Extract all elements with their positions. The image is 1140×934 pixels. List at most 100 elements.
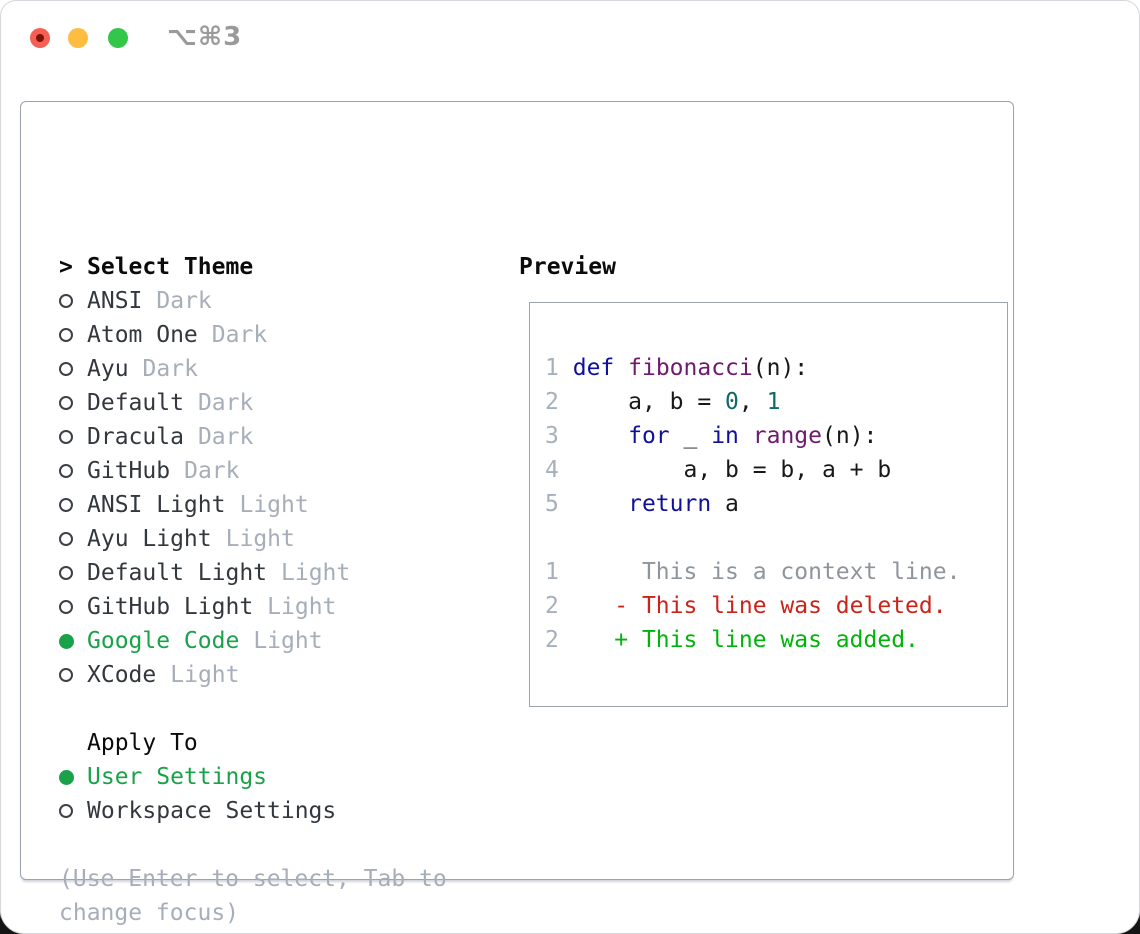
theme-option-variant: Light <box>267 594 337 620</box>
code-line-number: 1 <box>545 355 559 381</box>
diff-line: This is a context line. <box>558 559 961 585</box>
radio-selected-icon <box>59 633 74 649</box>
diff-line: - This line was deleted. <box>558 593 947 619</box>
code-token: (n): <box>822 423 878 449</box>
code-preview: 1 def fibonacci(n): 2 a, b = 0, 1 3 for … <box>530 303 1007 657</box>
code-token: 0 <box>725 389 739 415</box>
theme-option-variant: Light <box>225 526 295 552</box>
apply-to-option[interactable]: Workspace Settings <box>59 794 504 828</box>
code-token: in <box>711 423 739 449</box>
apply-to-option-label: User Settings <box>87 764 268 790</box>
zoom-button[interactable] <box>108 28 128 48</box>
apply-to-header-row: Apply To <box>59 726 504 760</box>
radio-icon <box>59 294 73 308</box>
theme-option-label: Ayu Light <box>87 526 212 552</box>
radio-icon <box>59 668 73 682</box>
theme-option[interactable]: Ayu Light Light <box>59 522 504 556</box>
diff-line: + This line was added. <box>558 627 919 653</box>
radio-icon <box>59 566 73 580</box>
theme-option[interactable]: XCode Light <box>59 658 504 692</box>
code-token <box>573 423 628 449</box>
window-title: ⌥⌘3 <box>167 22 243 52</box>
radio-icon <box>59 600 73 614</box>
code-token: for <box>628 423 670 449</box>
theme-option[interactable]: Dracula Dark <box>59 420 504 454</box>
code-token <box>573 491 628 517</box>
code-line-number: 3 <box>545 423 559 449</box>
cursor-pointer-icon: > <box>59 254 73 280</box>
theme-option-label: Default Light <box>87 560 268 586</box>
code-line-number: 2 <box>545 389 559 415</box>
spacer <box>59 828 504 862</box>
code-token: range <box>752 423 823 449</box>
radio-icon <box>59 362 73 376</box>
apply-to-option[interactable]: User Settings <box>59 760 504 794</box>
code-token: (n): <box>752 355 809 381</box>
spacer <box>59 692 504 726</box>
code-token: 1 <box>766 389 781 415</box>
theme-option-variant: Dark <box>156 288 212 314</box>
close-dot-icon <box>36 34 44 42</box>
theme-option-label: ANSI <box>87 288 143 314</box>
code-token: a <box>711 491 739 517</box>
apply-to-option-label: Workspace Settings <box>87 798 337 824</box>
theme-option-variant: Dark <box>142 356 198 382</box>
theme-option[interactable]: Google Code Light <box>59 624 504 658</box>
code-token: a, b = b, a + b <box>572 457 892 483</box>
minimize-button[interactable] <box>68 28 88 48</box>
theme-option[interactable]: Default Light Light <box>59 556 504 590</box>
theme-option-label: ANSI Light <box>87 492 226 518</box>
preview-title: Preview <box>519 254 616 280</box>
radio-icon <box>59 498 73 512</box>
theme-option[interactable]: Atom One Dark <box>59 318 504 352</box>
theme-option[interactable]: GitHub Dark <box>59 454 504 488</box>
theme-option-variant: Dark <box>197 424 254 450</box>
theme-option-label: Google Code <box>87 628 240 654</box>
radio-icon <box>59 532 73 546</box>
code-token: _ <box>669 423 712 449</box>
theme-option-variant: Dark <box>184 458 240 484</box>
close-button[interactable] <box>30 28 50 48</box>
radio-icon <box>59 430 73 444</box>
diff-line-number: 1 <box>545 559 559 585</box>
radio-selected-icon <box>59 769 74 785</box>
title-bar: ⌥⌘3 <box>1 1 1139 71</box>
theme-option-variant: Dark <box>211 322 268 348</box>
code-token: fibonacci <box>628 355 753 381</box>
code-token: def <box>572 355 615 381</box>
theme-option-variant: Light <box>170 662 240 688</box>
code-token: return <box>628 491 712 517</box>
theme-option-label: Default <box>87 390 184 416</box>
radio-icon <box>59 396 73 410</box>
code-token: , <box>738 389 767 415</box>
code-line-number: 5 <box>545 491 559 517</box>
diff-line-number: 2 <box>545 627 559 653</box>
theme-option-label: Atom One <box>87 322 198 348</box>
code-line-number: 4 <box>545 457 559 483</box>
theme-option-label: GitHub <box>87 458 171 484</box>
theme-option[interactable]: ANSI Light Light <box>59 488 504 522</box>
radio-icon <box>59 804 73 818</box>
radio-icon <box>59 328 73 342</box>
code-token <box>739 423 753 449</box>
code-token <box>614 355 628 381</box>
preview-box: 1 def fibonacci(n): 2 a, b = 0, 1 3 for … <box>529 302 1008 707</box>
keyboard-hint: (Use Enter to select, Tab to change focu… <box>59 866 447 926</box>
radio-icon <box>59 464 73 478</box>
code-token: a, b = <box>572 389 726 415</box>
theme-option-variant: Light <box>239 492 309 518</box>
theme-option[interactable]: Ayu Dark <box>59 352 504 386</box>
theme-option-label: Dracula <box>87 424 184 450</box>
theme-option-variant: Light <box>281 560 351 586</box>
theme-list-title: Select Theme <box>87 254 254 280</box>
diff-line-number: 2 <box>545 593 559 619</box>
theme-option-label: Ayu <box>87 356 129 382</box>
theme-option-variant: Light <box>253 628 323 654</box>
theme-option-label: XCode <box>87 662 157 688</box>
theme-option[interactable]: ANSI Dark <box>59 284 504 318</box>
